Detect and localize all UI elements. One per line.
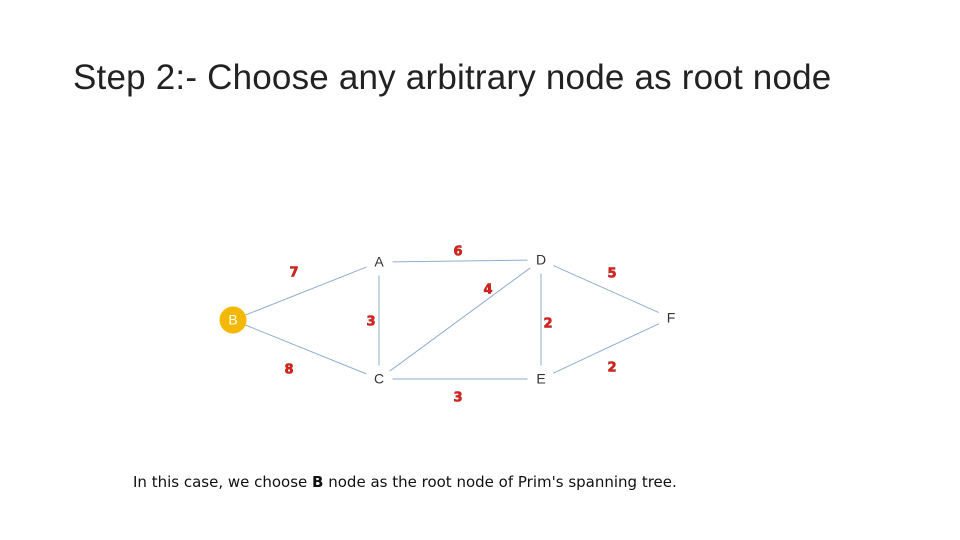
node-label-d: D	[536, 252, 546, 268]
node-circle	[365, 365, 393, 393]
edge-weight-d-e: 2	[543, 317, 552, 332]
edge-weight-a-c: 3	[366, 315, 375, 330]
edge-weight-e-f: 2	[607, 361, 616, 376]
node-d: D	[527, 246, 555, 274]
nodes-layer: A B C D E F	[219, 246, 685, 393]
node-label-c: C	[374, 371, 384, 387]
node-c: C	[365, 365, 393, 393]
node-label-a: A	[374, 254, 384, 270]
node-label-b: B	[228, 312, 237, 328]
edge-c-d	[389, 267, 531, 372]
caption-after: node as the root node of Prim's spanning…	[323, 473, 677, 491]
node-label-e: E	[536, 371, 545, 387]
edge-weight-c-d: 4	[483, 283, 492, 298]
edge-weight-d-f: 5	[607, 267, 616, 282]
node-circle	[657, 304, 685, 332]
edge-e-f	[552, 323, 660, 374]
node-circle	[365, 248, 393, 276]
node-e: E	[527, 365, 555, 393]
node-a: A	[365, 248, 393, 276]
node-label-f: F	[667, 310, 676, 326]
edge-b-a	[244, 266, 368, 316]
node-circle	[527, 365, 555, 393]
edge-d-f	[552, 264, 660, 314]
node-circle	[527, 246, 555, 274]
caption-before: In this case, we choose	[133, 473, 313, 491]
edge-a-d	[391, 259, 529, 263]
weights-layer: 7 8 3 6 4 3 2 5 2	[284, 244, 617, 406]
edge-weight-c-e: 3	[453, 391, 462, 406]
root-node-circle	[219, 306, 247, 334]
slide-title: Step 2:- Choose any arbitrary node as ro…	[73, 58, 832, 97]
caption-root-node: B	[312, 473, 324, 491]
caption: In this case, we choose B node as the ro…	[133, 473, 677, 491]
edge-b-c	[244, 324, 368, 375]
node-b: B	[219, 306, 247, 334]
edges-layer	[244, 259, 660, 380]
edge-weight-b-a: 7	[289, 266, 298, 281]
edge-weight-a-d: 6	[453, 245, 462, 260]
node-f: F	[657, 304, 685, 332]
edge-weight-b-c: 8	[284, 363, 293, 378]
